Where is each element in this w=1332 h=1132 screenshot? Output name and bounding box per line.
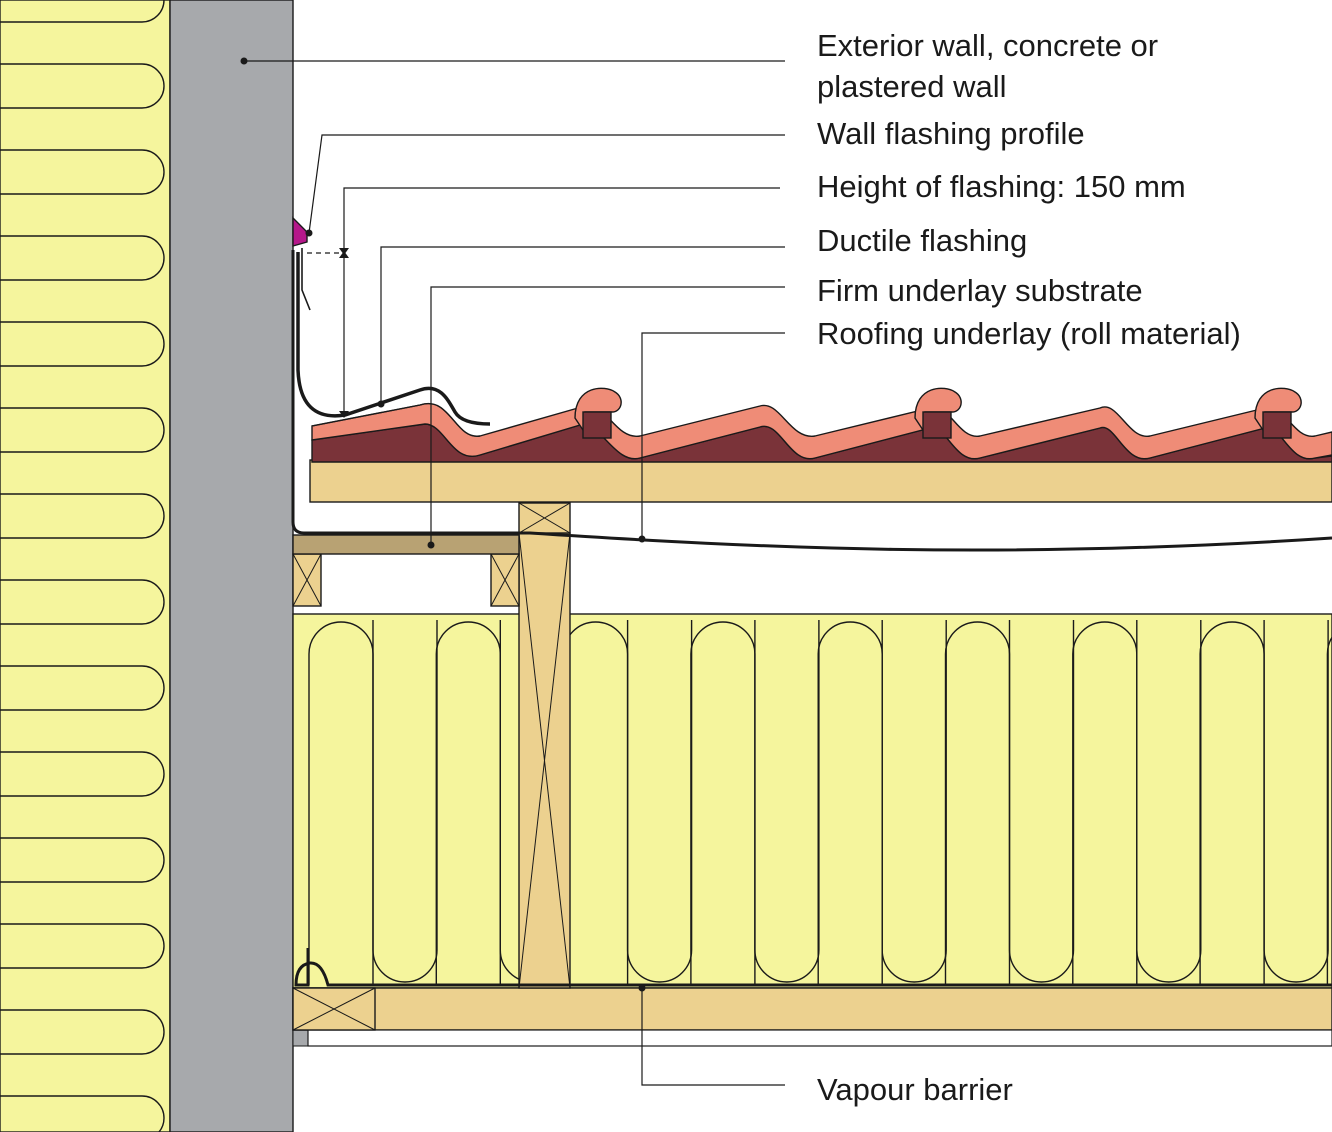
insulation-fold [0, 751, 165, 797]
label-wall-flashing-profile: Wall flashing profile [817, 116, 1085, 151]
label-vapour-barrier: Vapour barrier [817, 1072, 1013, 1107]
tile-crest-1 [574, 387, 622, 439]
roof-tiles [311, 387, 1332, 463]
insulation-fold [0, 493, 165, 539]
wall-flashing-profile [292, 216, 311, 311]
roof-deck-board [309, 459, 1332, 503]
vapour-barrier [294, 948, 1332, 987]
insulation-fold [0, 63, 165, 109]
insulation-fold [881, 620, 947, 983]
tile-profile-band [311, 402, 1332, 463]
insulation-fold [0, 837, 165, 883]
leader-lines [244, 60, 785, 1086]
insulation-fold [817, 621, 883, 985]
insulation-fold [0, 0, 165, 23]
ductile-flashing [296, 252, 491, 426]
insulation-fold [690, 621, 756, 985]
substrate-batten-left [292, 553, 322, 607]
rafter-post [518, 502, 571, 989]
insulation-fold [435, 621, 501, 985]
exterior-wall [169, 0, 294, 1132]
ceiling-board [292, 987, 1332, 1031]
insulation-fold [1008, 620, 1075, 983]
insulation-fold [1199, 621, 1265, 985]
insulation-fold [0, 321, 165, 367]
insulation-fold [0, 149, 165, 195]
tile-crest-3 [1254, 387, 1302, 439]
ceiling-batten [292, 987, 376, 1031]
insulation-fold [308, 621, 374, 985]
label-roofing-underlay: Roofing underlay (roll material) [817, 316, 1241, 351]
label-exterior-wall-line2: plastered wall [817, 69, 1007, 104]
insulation-fold [944, 621, 1011, 985]
insulation-fold [0, 665, 165, 711]
insulation-fold [372, 620, 438, 983]
roofing-underlay [291, 250, 1332, 552]
leader-dots [240, 57, 646, 992]
insulation-fold [1136, 620, 1202, 983]
insulation-fold [0, 579, 165, 625]
insulation-fold [0, 407, 165, 453]
ceiling-insulation [292, 613, 1332, 989]
insulation-fold [0, 923, 165, 969]
insulation-fold [0, 1095, 165, 1132]
wall-plaster-foot [292, 1029, 309, 1047]
wall-insulation [0, 0, 171, 1132]
label-ductile-flashing: Ductile flashing [817, 223, 1028, 258]
label-flashing-height: Height of flashing: 150 mm [817, 169, 1186, 204]
dimension-arrows [339, 248, 349, 418]
insulation-fold [0, 1009, 165, 1055]
ceiling-cladding [307, 1029, 1332, 1047]
insulation-fold [754, 620, 820, 983]
label-exterior-wall-line1: Exterior wall, concrete or [817, 28, 1159, 63]
firm-underlay-substrate [292, 534, 520, 555]
tile-crest-2 [914, 387, 962, 439]
insulation-fold [1263, 620, 1329, 983]
insulation-fold [0, 235, 165, 281]
insulation-fold [1072, 621, 1138, 985]
label-firm-underlay-substrate: Firm underlay substrate [817, 273, 1143, 308]
insulation-fold [1326, 636, 1332, 985]
insulation-fold [626, 620, 693, 983]
substrate-batten-right [490, 553, 520, 607]
